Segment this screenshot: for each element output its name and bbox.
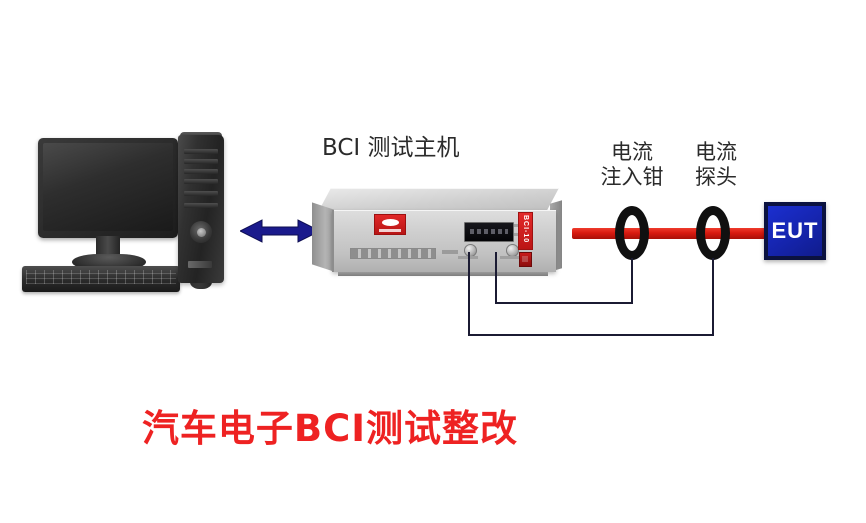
tower-drive-bay <box>184 179 218 184</box>
device-base <box>338 272 548 276</box>
manufacturer-logo-icon <box>374 214 406 235</box>
power-switch[interactable] <box>519 252 532 267</box>
front-vent-slots <box>350 248 436 259</box>
logo-wordmark <box>379 229 401 232</box>
injection-clamp-label: 电流 注入钳 <box>600 140 664 189</box>
probe-lead-to-device <box>468 252 470 336</box>
current-probe-clamp <box>696 206 730 260</box>
clamp-lead-to-device <box>495 252 497 304</box>
tower-optical-drive <box>184 203 218 208</box>
computer-workstation <box>10 130 240 300</box>
knob-caption <box>500 256 520 259</box>
eut-label: EUT <box>771 218 819 243</box>
monitor-screen <box>43 143 173 231</box>
device-title-label: BCI 测试主机 <box>322 135 460 161</box>
led-display <box>464 222 514 242</box>
bci-test-host-device: BCI-10 <box>312 188 574 284</box>
bidirectional-arrow <box>238 218 322 244</box>
harness-cable <box>572 228 772 239</box>
clamp-lead-horizontal <box>495 302 633 304</box>
tower-drive-bay <box>184 191 218 196</box>
probe-lead-horizontal <box>468 334 714 336</box>
page-caption: 汽车电子BCI测试整改 <box>141 407 519 450</box>
current-probe-label: 电流 探头 <box>695 140 737 189</box>
pc-tower <box>178 135 224 283</box>
front-panel-label <box>442 250 458 254</box>
current-injection-clamp <box>615 206 649 260</box>
tower-drive-bay <box>184 159 218 164</box>
tower-brand-logo <box>188 261 212 268</box>
probe-lead-vertical <box>712 258 714 336</box>
device-left-side <box>312 202 334 272</box>
device-model-text: BCI-10 <box>522 215 529 244</box>
power-button-icon <box>197 228 206 237</box>
bidirectional-arrow-icon <box>238 219 322 243</box>
led-segments <box>470 229 508 234</box>
tower-drive-bay <box>184 169 218 174</box>
device-model-plate: BCI-10 <box>518 212 533 250</box>
tower-drive-bay <box>184 149 218 154</box>
keyboard <box>22 266 180 292</box>
eut-box: EUT <box>764 202 826 260</box>
keyboard-keys <box>26 270 176 284</box>
monitor-stand-neck <box>96 236 120 258</box>
clamp-lead-vertical <box>631 258 633 304</box>
logo-ellipse <box>381 218 399 226</box>
